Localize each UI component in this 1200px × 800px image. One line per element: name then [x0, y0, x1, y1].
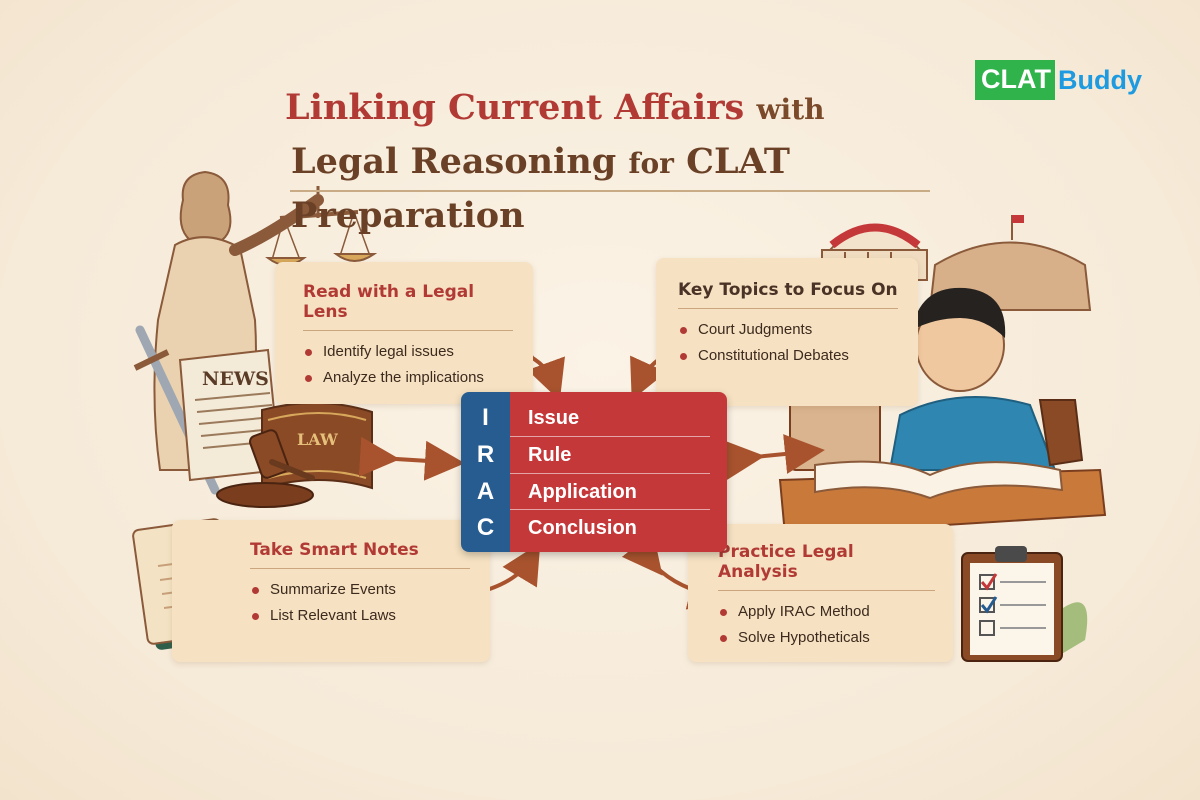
- gavel-icon: [216, 429, 315, 508]
- logo-part-buddy: Buddy: [1057, 64, 1142, 95]
- title-line2-small: for: [628, 147, 674, 180]
- irac-word: Conclusion: [528, 516, 637, 539]
- card-smart-notes: Take Smart Notes Summarize Events List R…: [172, 520, 490, 662]
- irac-divider: [510, 473, 710, 474]
- irac-word-column: [510, 392, 727, 552]
- irac-word: Application: [528, 480, 637, 503]
- student-icon: [888, 287, 1084, 471]
- card-topics-heading: Key Topics to Focus On: [678, 280, 898, 300]
- card-notes-divider: [250, 568, 470, 569]
- irac-row-conclusion: C Conclusion: [461, 510, 727, 546]
- card-read-divider: [303, 330, 513, 331]
- irac-letter: A: [476, 478, 495, 505]
- card-practice-divider: [718, 590, 935, 591]
- list-item: Analyze the implications: [303, 365, 513, 391]
- card-topics-divider: [678, 308, 898, 309]
- list-item: List Relevant Laws: [250, 603, 470, 629]
- arrow-illustration-to-irac-left: [358, 436, 465, 481]
- card-notes-list: Summarize Events List Relevant Laws: [250, 577, 470, 629]
- list-item: Court Judgments: [678, 317, 898, 343]
- page-title: Linking Current Affairs with Legal Reaso…: [285, 82, 965, 242]
- title-line2-main: Legal Reasoning: [291, 141, 617, 182]
- law-book-label: LAW: [297, 430, 339, 449]
- irac-row-rule: R Rule: [461, 437, 727, 473]
- list-item: Solve Hypotheticals: [718, 625, 935, 651]
- card-topics-list: Court Judgments Constitutional Debates: [678, 317, 898, 369]
- irac-row-issue: I Issue: [461, 400, 727, 436]
- title-line-2: Legal Reasoning for CLAT Preparation: [285, 136, 965, 242]
- irac-divider: [510, 436, 710, 437]
- card-notes-heading: Take Smart Notes: [250, 540, 419, 560]
- list-item: Apply IRAC Method: [718, 599, 935, 625]
- irac-box: I Issue R Rule A Application C Conclusio…: [461, 392, 727, 552]
- list-item: Summarize Events: [250, 577, 470, 603]
- card-practice-list: Apply IRAC Method Solve Hypotheticals: [718, 599, 935, 651]
- logo-part-clat: CLAT: [975, 60, 1055, 100]
- card-read-list: Identify legal issues Analyze the implic…: [303, 339, 513, 391]
- irac-letter: R: [476, 441, 495, 468]
- irac-letter: I: [482, 404, 489, 431]
- title-line2-end: CLAT Preparation: [291, 141, 790, 236]
- title-line1-small: with: [756, 93, 825, 126]
- title-line-1: Linking Current Affairs with: [285, 82, 965, 136]
- clatbuddy-logo[interactable]: CLAT Buddy: [975, 60, 1142, 100]
- card-key-topics: Key Topics to Focus On Court Judgments C…: [656, 258, 918, 406]
- irac-divider: [510, 509, 710, 510]
- list-item: Identify legal issues: [303, 339, 513, 365]
- irac-row-application: A Application: [461, 474, 727, 510]
- irac-word: Rule: [528, 443, 572, 466]
- card-practice-heading: Practice Legal Analysis: [718, 542, 854, 582]
- arrow-irac-to-student: [723, 434, 825, 480]
- list-item: Constitutional Debates: [678, 343, 898, 369]
- title-divider: [290, 190, 930, 192]
- irac-word: Issue: [528, 406, 580, 429]
- irac-letter-column: [461, 392, 510, 552]
- irac-letter: C: [476, 514, 495, 541]
- card-practice-analysis: Practice Legal Analysis Apply IRAC Metho…: [688, 524, 953, 662]
- newspaper-label: NEWS: [202, 368, 269, 390]
- card-read-legal-lens: Read with a Legal Lens Identify legal is…: [275, 262, 533, 404]
- card-read-heading: Read with a Legal Lens: [303, 282, 475, 322]
- title-line1-main: Linking Current Affairs: [285, 87, 745, 128]
- irac-rows: I Issue R Rule A Application C Conclusio…: [461, 392, 727, 552]
